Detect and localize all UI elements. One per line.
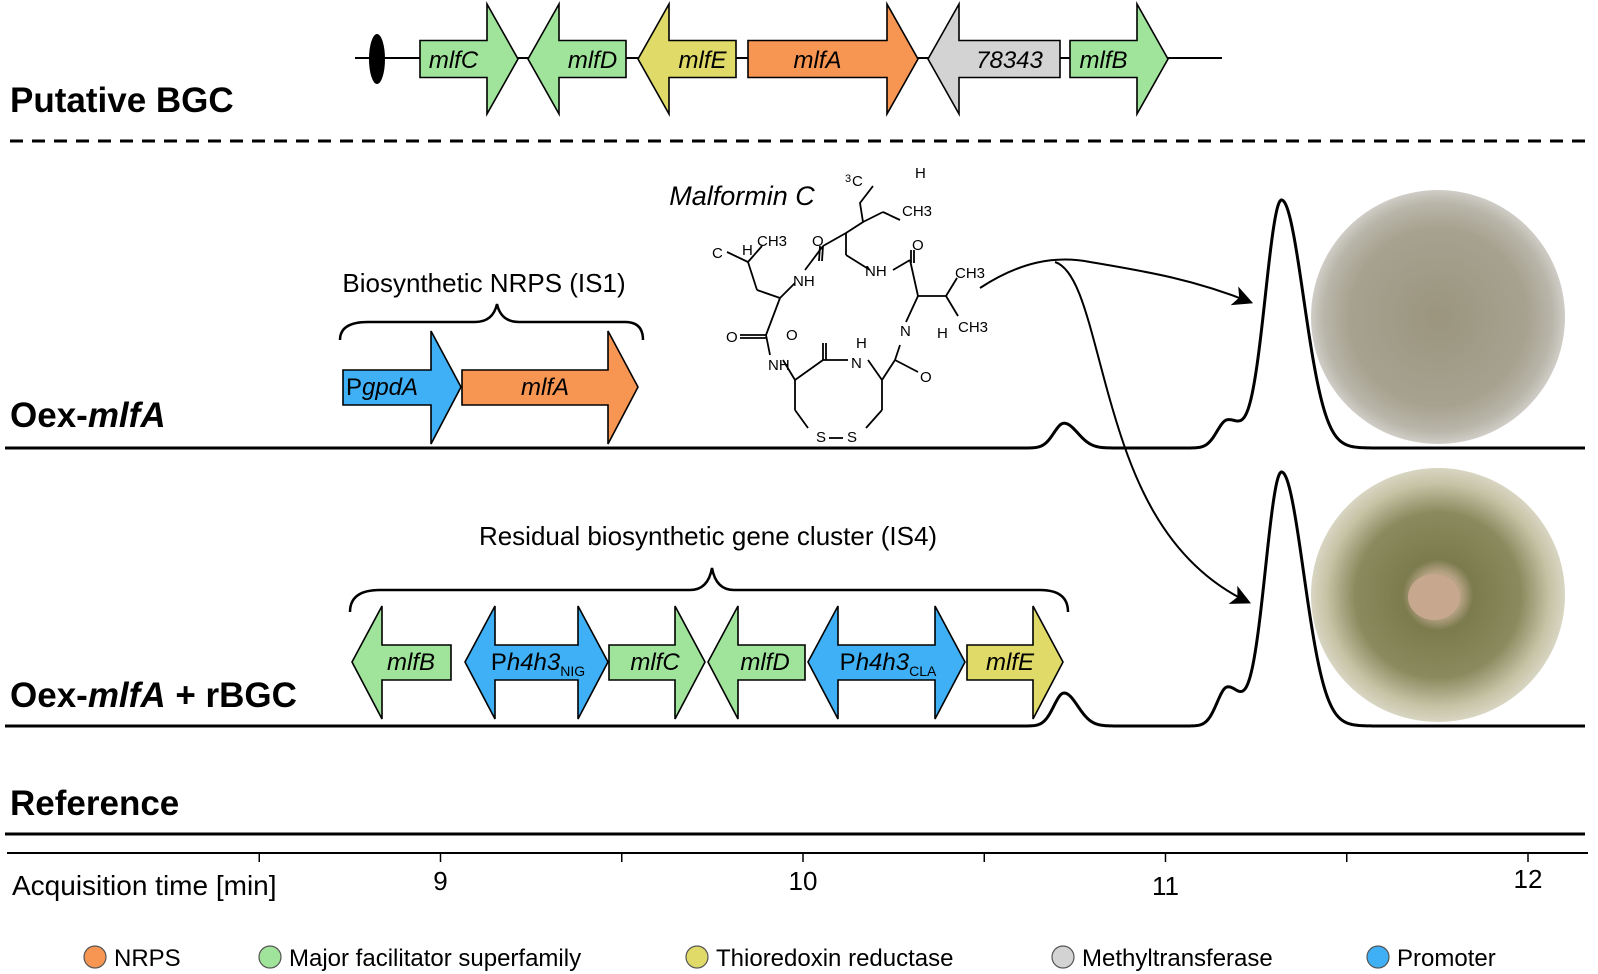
svg-text:H: H (856, 335, 867, 352)
svg-text:O: O (786, 327, 798, 344)
legend: NRPS Major facilitator superfamily Thiored… (83, 945, 1496, 972)
is4-gene-mlfc-label: mlfC (630, 649, 680, 676)
bgc-gene-label-mlfB: mlfB (1080, 47, 1128, 74)
svg-text:H: H (742, 242, 753, 259)
svg-text:S: S (816, 429, 826, 446)
svg-text:NH: NH (793, 273, 815, 290)
is4-gene-mlfe (966, 605, 1064, 720)
svg-text:N: N (851, 355, 862, 372)
is4-gene-mlfd-label: mlfD (740, 649, 789, 676)
svg-text:O: O (920, 369, 932, 386)
chromatogram-traces (5, 198, 1585, 836)
legend-label: NRPS (114, 945, 181, 972)
axis-tick-label: 12 (1514, 864, 1543, 894)
axis-label: Acquisition time [min] (12, 870, 277, 901)
bgc-gene-label-mlfE: mlfE (679, 47, 728, 74)
bgc-gene-label-mlfC: mlfC (429, 47, 479, 74)
is4-gene-mlfb-label: mlfB (387, 649, 435, 676)
bgc-gene-label-mlfD: mlfD (568, 47, 617, 74)
is4-title: Residual biosynthetic gene cluster (IS4) (479, 521, 937, 551)
chromatogram-oex-mlfa-rbgc (5, 470, 1585, 728)
is1-title: Biosynthetic NRPS (IS1) (342, 268, 625, 298)
axis-tick-label: 9 (433, 866, 447, 896)
is4-promoter-h4h3-nig (464, 605, 609, 720)
compound-name: Malformin C (669, 181, 815, 211)
legend-label: Methyltransferase (1082, 945, 1273, 972)
is4-promoter-h4h3-cla (807, 605, 966, 720)
row-label-oex-mlfa: Oex-mlfA (10, 396, 166, 435)
axis-tick-label: 10 (789, 866, 818, 896)
is4-gene-mlfd (707, 605, 806, 720)
colony-plate-oex-mlfa (1311, 190, 1565, 444)
bgc-terminus-marker (369, 34, 385, 84)
row-label-oex-mlfa-rbgc: Oex-mlfA + rBGC (10, 676, 297, 715)
is4-promoter-cla-label: Ph4h3CLA (840, 649, 937, 679)
svg-text:NH: NH (768, 357, 790, 374)
is1-promoter-label: PgpdA (346, 374, 418, 401)
is4-gene-mlfe-label: mlfE (986, 649, 1035, 676)
svg-text:CH3: CH3 (958, 319, 988, 336)
legend-swatch (83, 945, 107, 969)
legend-swatch (1366, 945, 1390, 969)
chromatogram-oex-mlfa (5, 198, 1585, 450)
is1-gene-mlfa (461, 330, 639, 445)
is4-promoter-nig-label: Ph4h3NIG (491, 649, 585, 679)
svg-text:CH3: CH3 (757, 233, 787, 250)
bgc-gene-mlfD (527, 0, 627, 118)
bgc-gene-mlfC (419, 0, 519, 118)
is1-promoter-gpda (342, 330, 462, 445)
svg-text:CH3: CH3 (955, 265, 985, 282)
row-label-reference: Reference (10, 784, 179, 823)
legend-label: Major facilitator superfamily (289, 945, 581, 972)
bgc-gene-78343 (927, 0, 1061, 118)
bgc-gene-label-mlfA: mlfA (794, 47, 842, 74)
is1-brace (338, 303, 645, 341)
legend-swatch (685, 945, 709, 969)
is4-brace (348, 567, 1070, 613)
legend-swatch (258, 945, 282, 969)
is4-gene-mlfc (608, 605, 706, 720)
legend-label: Promoter (1397, 945, 1496, 972)
colony-center (1408, 574, 1460, 620)
is4-gene-mlfb (351, 605, 452, 720)
legend-label: Thioredoxin reductase (716, 945, 953, 972)
svg-text:O: O (812, 233, 824, 250)
svg-text:C: C (712, 245, 723, 262)
is1-gene-label: mlfA (521, 374, 569, 401)
svg-text:NH: NH (865, 263, 887, 280)
arrow-to-oex-peak (979, 258, 1254, 306)
legend-swatch (1051, 945, 1075, 969)
axis-tick-label: 11 (1152, 871, 1179, 901)
bgc-gene-mlfB (1069, 0, 1169, 118)
svg-text:S: S (847, 429, 857, 446)
svg-text:O: O (726, 329, 738, 346)
svg-text:3: 3 (845, 173, 851, 185)
time-axis-ticks: 9 10 11 12 (258, 853, 1543, 901)
bgc-gene-mlfA (747, 0, 919, 118)
svg-text:C: C (852, 173, 863, 190)
bgc-gene-track: mlfC mlfD mlfE mlfA 78343 mlfB (419, 0, 1169, 118)
row-label-putative-bgc: Putative BGC (10, 81, 234, 120)
svg-text:O: O (912, 237, 924, 254)
svg-text:H: H (937, 325, 948, 342)
svg-text:H: H (915, 165, 926, 182)
arrow-to-rbgc-peak (1054, 261, 1252, 604)
svg-text:CH3: CH3 (902, 203, 932, 220)
bgc-gene-mlfE (637, 0, 737, 118)
malformin-c-structure (726, 185, 959, 439)
svg-text:N: N (900, 323, 911, 340)
malformin-c-atoms: 3 C H CH3 C H CH3 O NH NH O CH3 N H CH3 … (712, 165, 988, 446)
bgc-gene-label-78343: 78343 (976, 47, 1043, 74)
